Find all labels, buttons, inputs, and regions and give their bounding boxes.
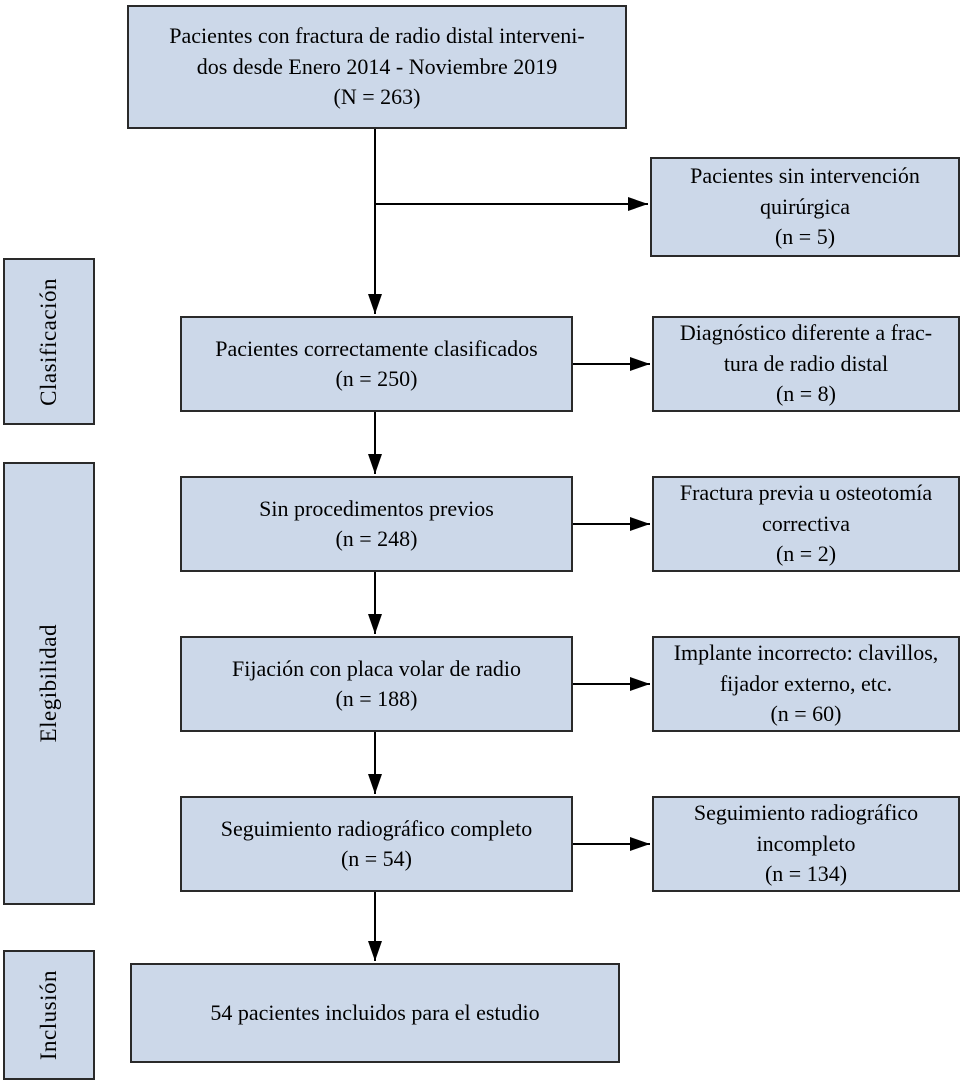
box-complete-followup: Seguimiento radiográfico completo (n = 5… bbox=[180, 796, 573, 892]
stage-label-inclusion: Inclusión bbox=[3, 950, 95, 1080]
box-no-prior-procedures: Sin procedimentos previos (n = 248) bbox=[180, 476, 573, 572]
box-included-final: 54 pacientes incluidos para el estudio bbox=[130, 963, 620, 1063]
box-correctly-classified: Pacientes correctamente clasificados (n … bbox=[180, 316, 573, 412]
stage-label-elegibilidad: Elegibilidad bbox=[3, 462, 95, 905]
stage-label-elegibilidad-text: Elegibilidad bbox=[36, 624, 61, 743]
stage-label-clasificacion: Clasificación bbox=[3, 258, 95, 425]
box-initial-cohort: Pacientes con fractura de radio distal i… bbox=[127, 5, 627, 129]
box-excluded-no-surgery: Pacientes sin intervención quirúrgica (n… bbox=[650, 157, 960, 257]
box-excluded-prior-fracture: Fractura previa u osteotomía correctiva … bbox=[652, 476, 960, 572]
stage-label-inclusion-text: Inclusión bbox=[36, 969, 61, 1061]
box-excluded-wrong-implant: Implante incorrecto: clavillos, fijador … bbox=[652, 636, 960, 732]
stage-label-clasificacion-text: Clasificación bbox=[36, 277, 61, 406]
box-excluded-different-diagnosis: Diagnóstico diferente a frac- tura de ra… bbox=[652, 316, 960, 412]
box-volar-plate-fixation: Fijación con placa volar de radio (n = 1… bbox=[180, 636, 573, 732]
box-excluded-incomplete-followup: Seguimiento radiográfico incompleto (n =… bbox=[652, 796, 960, 892]
